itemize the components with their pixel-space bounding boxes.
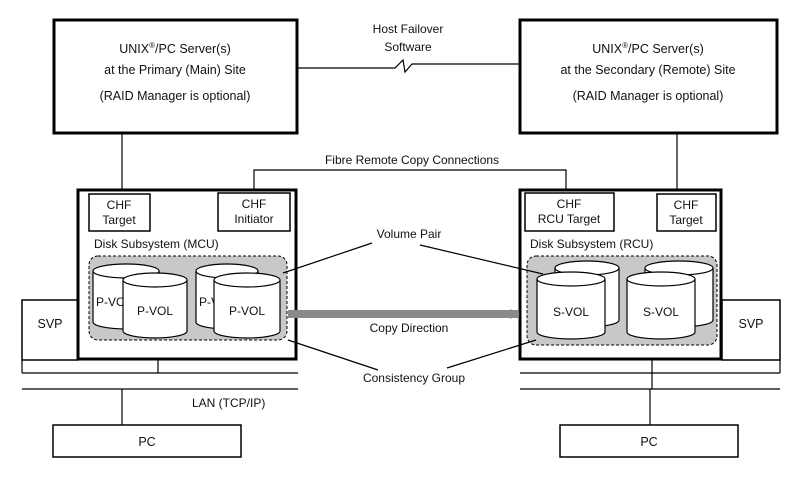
rcu-chf-rcu-target-box: [524, 192, 615, 232]
rcu-chf-rcu-target-line2: RCU Target: [538, 212, 601, 226]
volume-pair-pointer-left: [282, 242, 373, 274]
svp-right-label: SVP: [738, 317, 763, 331]
secondary-server-line3: (RAID Manager is optional): [573, 89, 724, 103]
secondary-server-line2: at the Secondary (Remote) Site: [560, 63, 735, 77]
host-failover-link: [297, 58, 520, 74]
fibre-remote-copy-link: [253, 169, 567, 193]
mcu-title: Disk Subsystem (MCU): [94, 237, 219, 251]
primary-server-line1: UNIX®/PC Server(s): [119, 41, 230, 56]
pc-left-box: [52, 424, 242, 458]
rcu-svol-front-1: S-VOL: [536, 271, 606, 340]
rcu-svol-front-1-label: S-VOL: [553, 305, 589, 319]
mcu-chf-target-box: [88, 193, 151, 232]
rcu-chf-target-box: [656, 193, 717, 232]
consistency-group-pointer-right: [446, 339, 537, 369]
host-failover-label-2: Software: [384, 40, 432, 54]
pc-left-label: PC: [138, 435, 155, 449]
svp-left-box: [21, 299, 79, 361]
mcu-chf-initiator-box: [217, 192, 291, 232]
secondary-server-box: [518, 18, 779, 135]
rcu-chf-rcu-target-line1: CHF: [557, 197, 582, 211]
rcu-title: Disk Subsystem (RCU): [530, 237, 653, 251]
primary-server-box: [52, 18, 299, 135]
mcu-chf-target-line2: Target: [102, 213, 136, 227]
primary-server-line2: at the Primary (Main) Site: [104, 63, 246, 77]
rcu-chf-target-line2: Target: [669, 213, 703, 227]
rcu-chf-target-line1: CHF: [674, 198, 699, 212]
mcu-pvol-front-2: P-VOL: [213, 272, 281, 339]
rcu-svol-front-2: S-VOL: [626, 271, 696, 340]
mcu-chf-initiator-line2: Initiator: [234, 212, 273, 226]
mcu-pvol-front-2-label: P-VOL: [229, 304, 265, 318]
pc-right-label: PC: [640, 435, 657, 449]
consistency-group-label: Consistency Group: [363, 371, 465, 385]
consistency-group-pointer-left: [287, 339, 379, 371]
secondary-server-line1: UNIX®/PC Server(s): [592, 41, 703, 56]
svp-right-box: [721, 299, 781, 361]
fibre-remote-copy-label: Fibre Remote Copy Connections: [325, 153, 499, 167]
copy-direction-label: Copy Direction: [370, 321, 449, 335]
primary-server-line3: (RAID Manager is optional): [100, 89, 251, 103]
mcu-chf-initiator-line1: CHF: [242, 197, 267, 211]
volume-pair-label: Volume Pair: [377, 227, 442, 241]
host-failover-label-1: Host Failover: [373, 22, 444, 36]
mcu-pvol-front-1-label: P-VOL: [137, 304, 173, 318]
pc-right-box: [559, 424, 739, 458]
lan-label: LAN (TCP/IP): [192, 396, 265, 410]
volume-pair-pointer-right: [419, 244, 544, 275]
mcu-chf-target-line1: CHF: [107, 198, 132, 212]
rcu-svol-front-2-label: S-VOL: [643, 305, 679, 319]
mcu-pvol-front-1: P-VOL: [122, 272, 188, 339]
svp-left-label: SVP: [37, 317, 62, 331]
